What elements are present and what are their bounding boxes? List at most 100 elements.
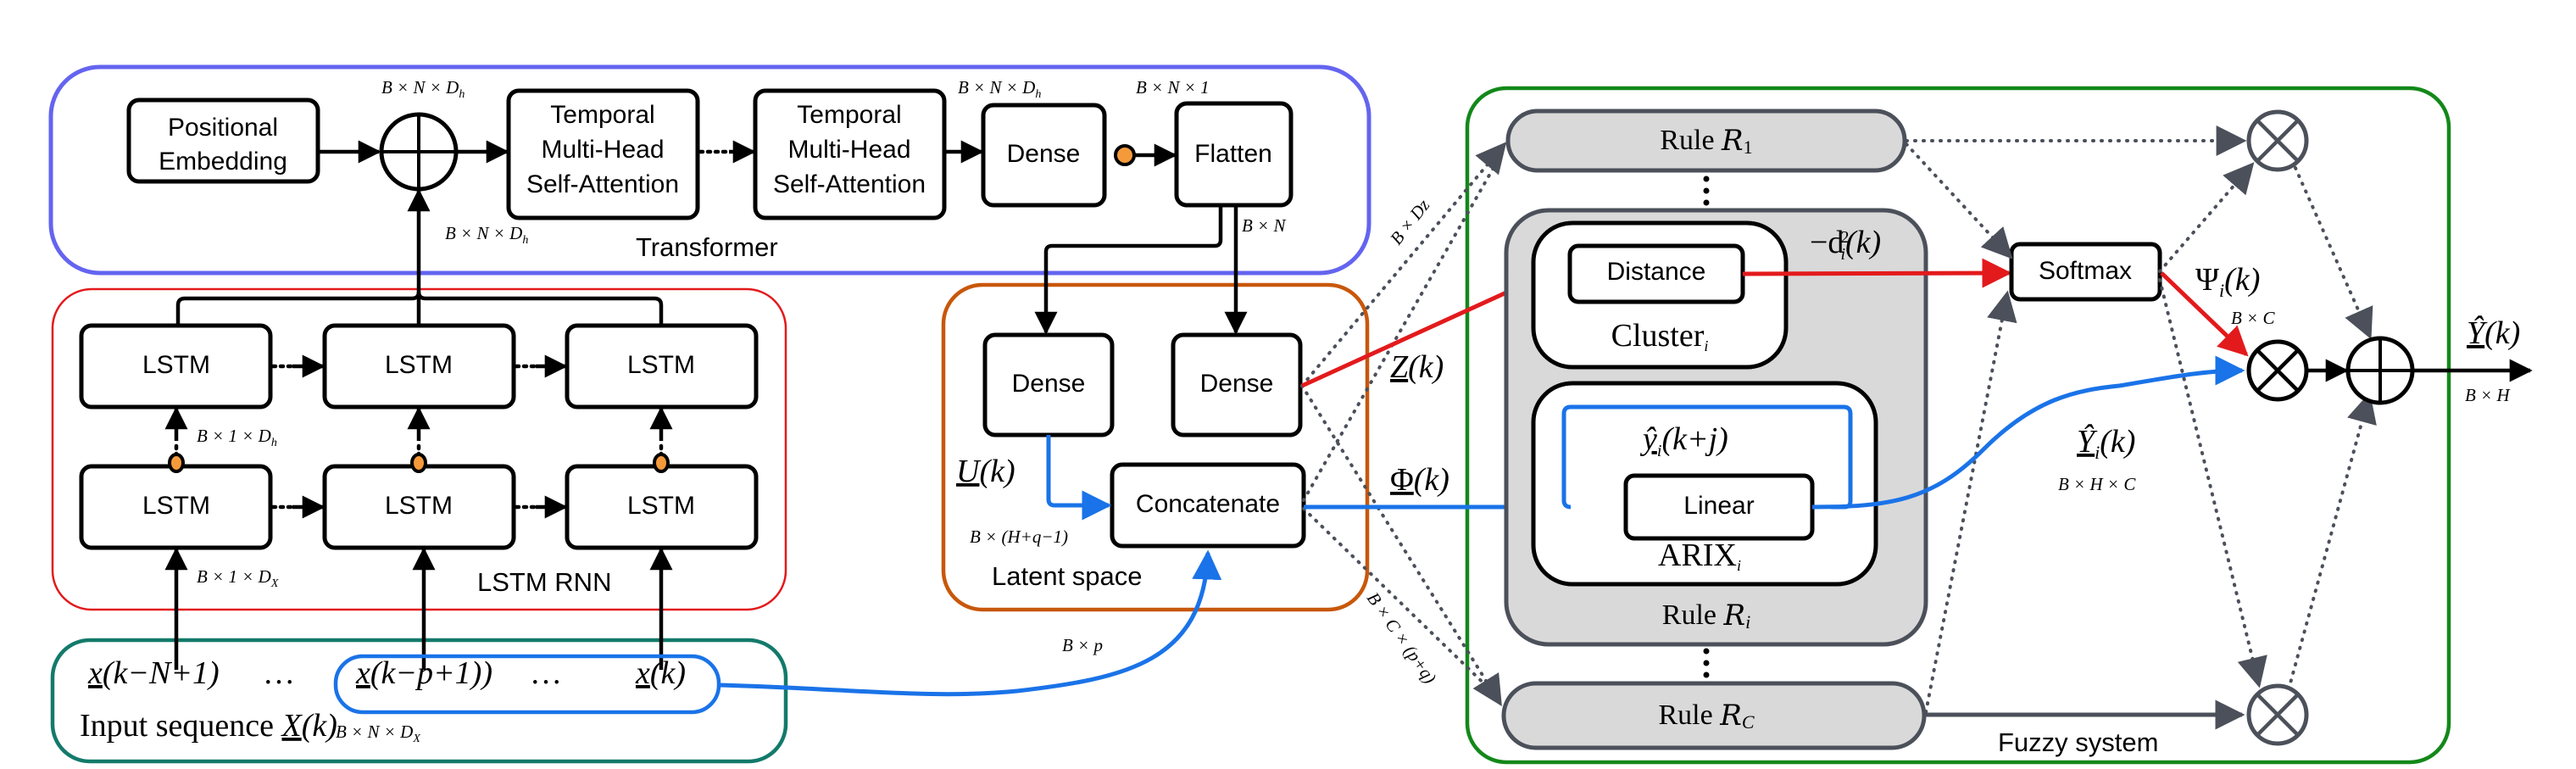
- lstm-cell-bottom-1[interactable]: LSTM: [79, 464, 273, 550]
- rule-c-label: Rule RC: [1658, 699, 1754, 733]
- lstm-label: LSTM: [385, 351, 453, 379]
- input-window-group: [333, 654, 721, 715]
- z-symbol: Z(k): [1390, 349, 1444, 385]
- arrow-dense-to-concatenate: [1046, 435, 1112, 521]
- arrow-linear-to-product: [1811, 355, 2245, 510]
- arrow-input-window-to-concatenate: [718, 549, 1222, 697]
- lstm-merge-connector: [175, 291, 664, 326]
- input-sequence-label: Input sequence X(k): [80, 708, 337, 744]
- positional-embedding-line-2: Embedding: [159, 148, 287, 176]
- fuzzy-dotted-routes: [1905, 125, 2377, 714]
- rule-c-block[interactable]: Rule RC: [1501, 681, 1927, 750]
- lstm-rnn-label: LSTM RNN: [477, 567, 611, 597]
- input-ellipsis-2: …: [530, 655, 562, 691]
- dims-y-i: B × H × C: [2058, 474, 2136, 494]
- sum-node-transformer: [379, 112, 459, 192]
- latent-dense-left-block[interactable]: Dense: [982, 332, 1115, 437]
- dims-sum-out: B × N × Dh: [381, 77, 465, 101]
- lstm-label: LSTM: [142, 492, 210, 520]
- concatenate-block[interactable]: Concatenate: [1110, 462, 1306, 549]
- y-i-symbol: Ŷi(k): [2077, 424, 2135, 463]
- activation-dot: [168, 453, 185, 473]
- distance-label: Distance: [1607, 258, 1706, 286]
- u-symbol: U(k): [956, 454, 1015, 489]
- svg-text:B × N × Dh: B × N × Dh: [381, 77, 465, 101]
- rule-1-block[interactable]: Rule R1: [1505, 109, 1907, 173]
- latent-dense-right-label: Dense: [1200, 370, 1274, 398]
- arrow-softmax-to-product: [2160, 271, 2249, 357]
- transformer-group: [48, 64, 1371, 276]
- rule-ellipsis-top: [1703, 176, 1710, 206]
- activation-dot: [1114, 144, 1136, 166]
- flatten-label: Flatten: [1194, 140, 1272, 168]
- arrow-z-to-distance: [1300, 277, 1538, 388]
- cluster-label: Clusteri: [1611, 318, 1709, 354]
- input-item-last: x(k): [635, 655, 686, 691]
- lstm-cell-bottom-3[interactable]: LSTM: [565, 464, 759, 550]
- softmax-label: Softmax: [2039, 257, 2132, 285]
- dims-u: B × (H+q−1): [970, 527, 1068, 547]
- arix-feedback-symbol: ŷi(k+j): [1639, 421, 1728, 460]
- positional-embedding-block[interactable]: Positional Embedding: [126, 98, 320, 184]
- arrow-flatten-to-dense-left: [1034, 205, 1223, 335]
- dims-lstm-input: B × 1 × DX: [197, 566, 279, 590]
- dims-flatten-out: B × N: [1242, 215, 1286, 236]
- linear-label: Linear: [1683, 492, 1754, 520]
- linear-block[interactable]: Linear: [1623, 473, 1815, 541]
- rule-1-label: Rule R1: [1660, 124, 1752, 158]
- latent-space-group: [941, 282, 1370, 612]
- sum-node-output: [2345, 336, 2415, 405]
- attention-block-1[interactable]: Temporal Multi-Head Self-Attention: [506, 88, 700, 220]
- flatten-block[interactable]: Flatten: [1174, 101, 1294, 208]
- lstm-label: LSTM: [385, 492, 453, 520]
- transformer-label: Transformer: [636, 232, 778, 262]
- dims-psi: B × C: [2231, 308, 2275, 328]
- dims-dense-in: B × N × Dh: [958, 77, 1041, 101]
- product-node-top: [2246, 109, 2309, 172]
- concatenate-label: Concatenate: [1136, 490, 1280, 518]
- lstm-recurrent-links: [270, 354, 568, 519]
- input-sequence-items: x(k−N+1) … x(k−p+1)) … x(k): [87, 655, 686, 691]
- output-symbol: Ŷ(k): [2467, 315, 2520, 351]
- attention-1-line-2: Multi-Head: [541, 136, 664, 164]
- lstm-cell-top-1[interactable]: LSTM: [79, 323, 273, 410]
- activation-dot: [653, 453, 670, 473]
- lstm-cell-bottom-2[interactable]: LSTM: [322, 464, 516, 550]
- lstm-cell-top-3[interactable]: LSTM: [565, 323, 759, 410]
- attention-block-2[interactable]: Temporal Multi-Head Self-Attention: [753, 88, 947, 220]
- input-ellipsis-1: …: [263, 655, 295, 691]
- dims-input-sequence: B × N × DX: [336, 722, 420, 745]
- latent-dense-right-block[interactable]: Dense: [1171, 332, 1303, 437]
- activation-dot: [410, 453, 427, 473]
- input-item-first: x(k−N+1): [87, 655, 220, 691]
- lstm-label: LSTM: [142, 351, 210, 379]
- product-node-middle: [2246, 339, 2309, 402]
- dims-input-window: B × p: [1062, 635, 1103, 655]
- attention-2-line-1: Temporal: [797, 101, 901, 129]
- phi-symbol: Φ(k): [1390, 462, 1449, 498]
- lstm-vertical-links: [164, 406, 673, 473]
- input-sequence-group: [50, 638, 788, 764]
- transformer-dense-block[interactable]: Dense: [981, 103, 1107, 208]
- dims-output: B × H: [2465, 385, 2511, 405]
- arrow-distance-to-softmax: [1742, 258, 2012, 288]
- lstm-cell-top-2[interactable]: LSTM: [322, 323, 516, 410]
- input-item-window-start: x(k−p+1)): [355, 655, 492, 691]
- arix-label: ARIXi: [1658, 538, 1741, 574]
- latent-space-label: Latent space: [992, 561, 1143, 591]
- psi-symbol: Ψi(k): [2195, 262, 2260, 301]
- lstm-label: LSTM: [627, 492, 695, 520]
- product-node-bottom: [2246, 683, 2309, 746]
- softmax-block[interactable]: Softmax: [2009, 242, 2162, 302]
- dims-lstm-hidden: B × 1 × Dh: [197, 426, 277, 449]
- dotted-routes-to-rules: [1300, 142, 1507, 707]
- dims-flatten-in: B × N × 1: [1136, 77, 1210, 98]
- attention-2-line-2: Multi-Head: [787, 136, 910, 164]
- distance-block[interactable]: Distance: [1567, 243, 1745, 304]
- transformer-dense-label: Dense: [1007, 140, 1081, 168]
- attention-2-line-3: Self-Attention: [773, 170, 926, 198]
- latent-dense-left-label: Dense: [1012, 370, 1086, 398]
- fuzzy-system-label: Fuzzy system: [1998, 727, 2158, 757]
